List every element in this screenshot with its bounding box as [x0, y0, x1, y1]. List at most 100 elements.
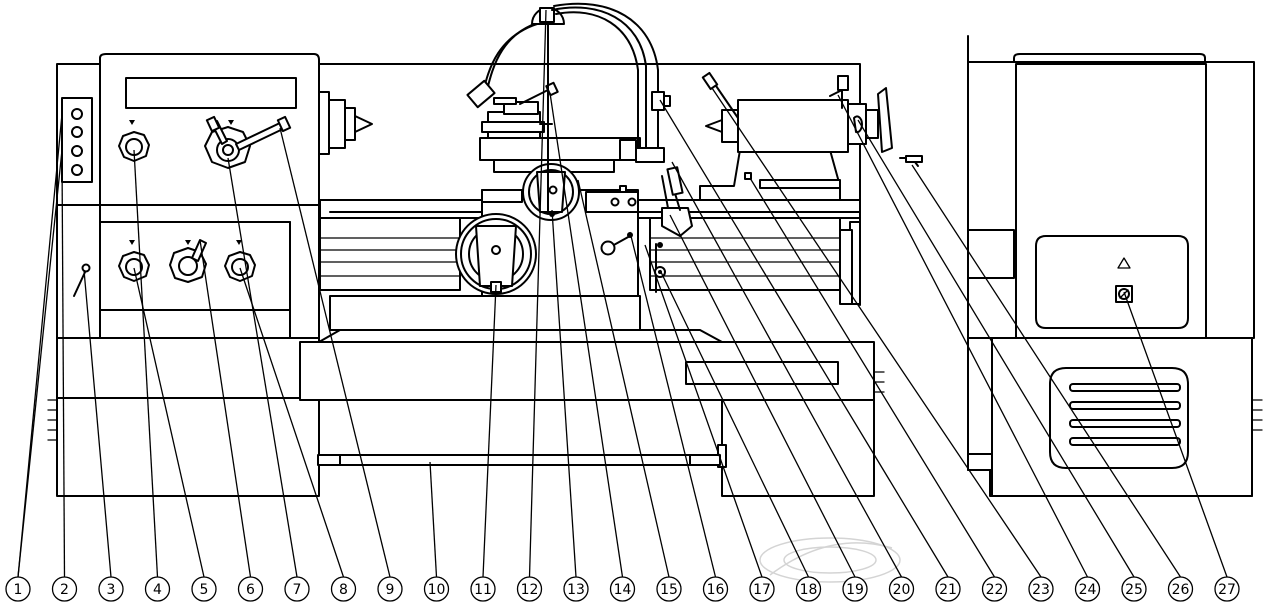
leader-line-6 [199, 239, 252, 578]
callout-9: 9 [377, 576, 403, 602]
callout-circle [51, 576, 78, 602]
callout-circle [702, 576, 729, 602]
leader-line-9 [279, 127, 391, 578]
machine-bed [299, 341, 885, 497]
tool-post-lever [519, 87, 553, 105]
callout-4: 4 [144, 576, 171, 602]
leader-line-7 [227, 157, 298, 578]
thread-knob [169, 239, 207, 283]
cabinet-vent-grille [1049, 367, 1189, 469]
tailstock-handwheel [877, 87, 893, 153]
callout-number: 8 [339, 582, 348, 598]
callout-number: 4 [153, 582, 162, 598]
callout-circle [795, 576, 822, 602]
watermark [759, 537, 901, 583]
callout-circle [98, 576, 124, 602]
callout-11: 11 [470, 576, 496, 602]
coolant-valve [651, 91, 665, 111]
leader-line-21 [659, 99, 949, 578]
leader-line-12 [528, 9, 547, 578]
indicator-light-4 [71, 164, 83, 176]
callout-circle [981, 576, 1008, 602]
callout-number: 2 [60, 582, 69, 598]
leader-line-3 [83, 269, 112, 578]
indicator-light-1 [71, 108, 83, 120]
leader-line-25 [857, 119, 1135, 578]
leader-line-16 [629, 231, 717, 578]
callout-circle [1167, 576, 1194, 602]
callout-1: 1 [5, 576, 31, 602]
callout-number: 11 [474, 582, 492, 598]
indicator-marker [129, 120, 135, 125]
callout-circle [935, 576, 961, 602]
callout-26: 26 [1167, 576, 1194, 602]
callout-10: 10 [423, 576, 450, 602]
carriage-controls [654, 166, 693, 293]
leader-line-13 [551, 209, 577, 578]
callout-circle [1214, 576, 1240, 602]
callout-5: 5 [191, 576, 217, 602]
callout-14: 14 [609, 576, 636, 602]
callout-circle [516, 576, 543, 602]
leader-line-27 [1123, 291, 1228, 578]
callout-number: 10 [428, 582, 446, 598]
lead-bar [329, 454, 717, 466]
power-warning-triangle [1117, 257, 1131, 269]
spindle-speed-knob [204, 115, 292, 169]
callout-number: 6 [246, 582, 255, 598]
headstock [56, 53, 373, 339]
callout-circle [749, 576, 775, 602]
callout-circle [1028, 576, 1054, 602]
callout-number: 12 [521, 582, 539, 598]
callout-22: 22 [981, 576, 1008, 602]
electrical-control-panel [1035, 235, 1189, 329]
callout-leaders [17, 9, 1228, 578]
leader-line-23 [711, 87, 1042, 578]
callout-circle [284, 576, 310, 602]
indicator-light-2 [71, 126, 83, 138]
cross-slide [479, 137, 641, 221]
callout-number: 18 [800, 582, 818, 598]
callout-25: 25 [1121, 576, 1147, 602]
callout-circle [563, 576, 589, 602]
callout-circle [330, 576, 357, 602]
callout-20: 20 [888, 576, 915, 602]
callout-circle [888, 576, 915, 602]
callout-circle [5, 576, 31, 602]
leader-line-14 [549, 92, 624, 578]
callout-17: 17 [749, 576, 775, 602]
indicator-light-3 [71, 145, 83, 157]
tailstock [699, 71, 923, 201]
cross-slide-handwheel [522, 163, 580, 221]
half-nut-lever-knob [600, 240, 616, 256]
leader-line-8 [239, 267, 345, 578]
leader-line-24 [837, 94, 1089, 578]
callout-number: 16 [707, 582, 725, 598]
leader-line-11 [482, 284, 497, 578]
callout-number: 25 [1125, 582, 1143, 598]
callout-21: 21 [935, 576, 961, 602]
callout-circle [191, 576, 217, 602]
callout-number: 21 [939, 582, 957, 598]
callout-number: 24 [1079, 582, 1097, 598]
left-pedestal [47, 337, 320, 497]
callout-18: 18 [795, 576, 822, 602]
callout-number: 17 [753, 582, 771, 598]
callout-7: 7 [284, 576, 310, 602]
callout-circle [377, 576, 403, 602]
leader-line-2 [61, 157, 66, 578]
tool-post [481, 81, 559, 139]
callout-12: 12 [516, 576, 543, 602]
callout-number: 20 [893, 582, 911, 598]
callout-3: 3 [98, 576, 124, 602]
work-lamp [466, 2, 671, 215]
callout-19: 19 [842, 576, 868, 602]
leader-line-17 [644, 244, 763, 578]
callout-circle [656, 576, 682, 602]
headstock-nameplate [125, 77, 297, 109]
carriage-lamp-left [610, 197, 620, 207]
callout-2: 2 [51, 576, 78, 602]
